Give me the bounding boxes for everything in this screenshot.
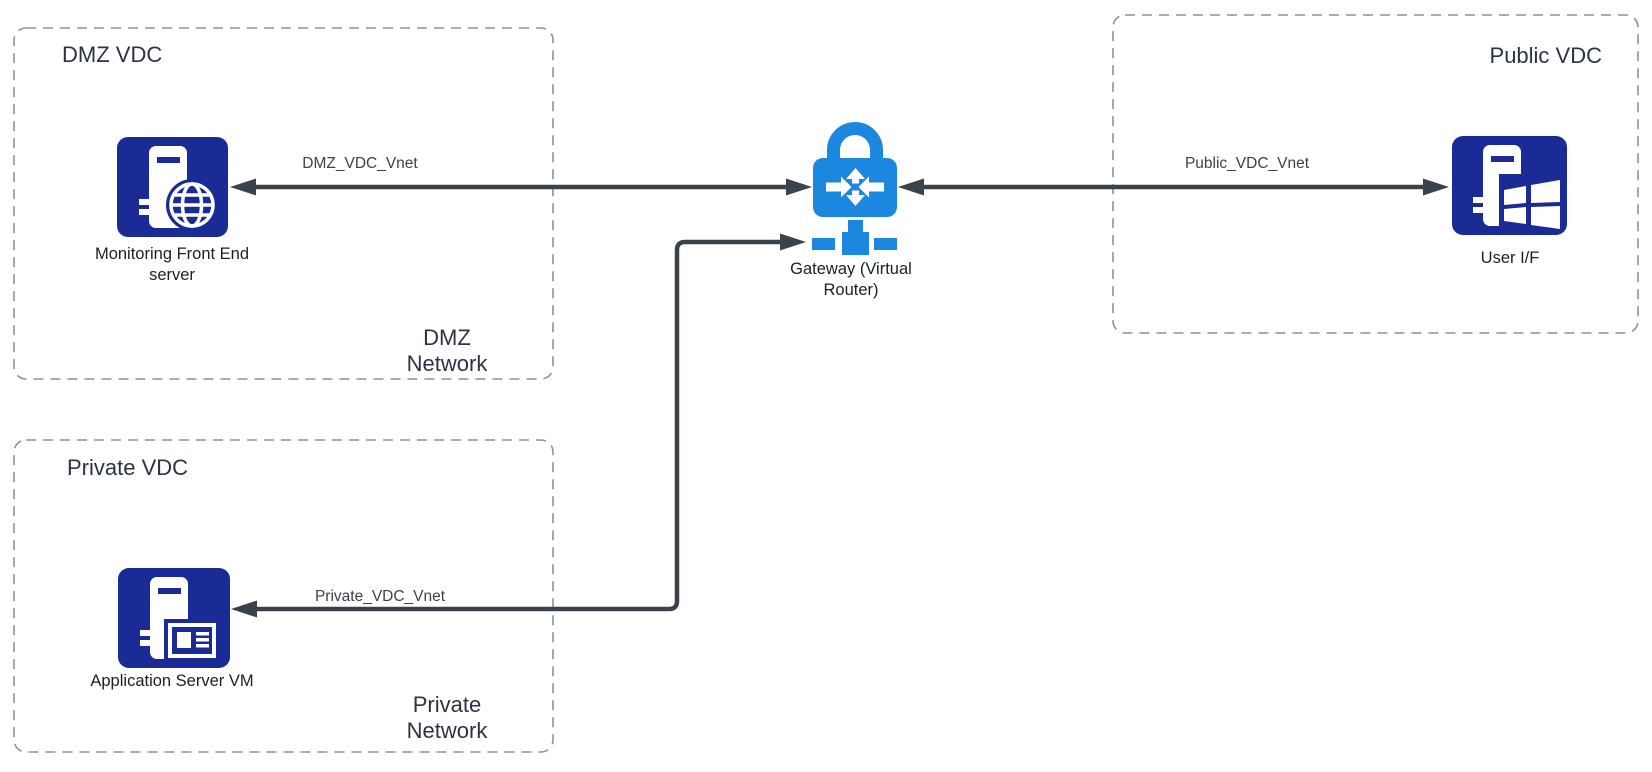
user-if-node: [1452, 136, 1567, 235]
application-server-icon: [118, 568, 230, 668]
gateway-label: Gateway (Virtual Router): [790, 260, 912, 299]
private-vdc-container: [13, 439, 554, 753]
application-server-label: Application Server VM: [90, 672, 254, 690]
public-vdc-container: [1112, 14, 1639, 334]
router-arrows-icon: [826, 168, 884, 206]
dmz-network-label: DMZ Network: [406, 325, 488, 376]
arrowhead-left-icon: [231, 600, 257, 618]
monitoring-front-end-label: Monitoring Front End server: [94, 245, 250, 284]
globe-icon: [166, 179, 218, 231]
edge-private-vnet: [231, 233, 806, 618]
arrowhead-right-icon: [1423, 178, 1449, 196]
arrowhead-right-icon: [786, 178, 812, 196]
dmz-vdc-title: DMZ VDC: [62, 42, 163, 67]
arrowhead-left-icon: [230, 178, 256, 196]
lock-shackle: [827, 122, 883, 172]
private-vdc-title: Private VDC: [67, 455, 189, 480]
app-card-icon: [164, 619, 220, 662]
arrowhead-left-icon: [898, 178, 924, 196]
windows-flag-icon: [1499, 174, 1563, 231]
gateway-node: [805, 110, 905, 255]
application-server-node: [118, 568, 230, 668]
dmz-vdc-container: [13, 27, 554, 380]
lock-body: [813, 158, 897, 217]
dmz-vnet-label: DMZ_VDC_Vnet: [302, 155, 418, 172]
network-connector-icon: [812, 220, 897, 255]
private-vnet-label: Private_VDC_Vnet: [314, 588, 446, 605]
user-if-label: User I/F: [1480, 249, 1540, 267]
edge-private-line: [255, 239, 782, 612]
monitoring-front-end-node: [117, 137, 228, 237]
public-vnet-label: Public_VDC_Vnet: [1184, 155, 1310, 172]
public-vdc-title: Public VDC: [1489, 43, 1602, 68]
gateway-lock-router-icon: [812, 122, 897, 255]
windows-server-icon: [1452, 136, 1567, 235]
private-network-label: Private Network: [406, 692, 488, 743]
edge-public-vnet: [898, 178, 1449, 196]
web-server-icon: [117, 137, 228, 237]
arrowhead-right-icon: [780, 233, 806, 251]
edge-dmz-vnet: [230, 178, 812, 196]
